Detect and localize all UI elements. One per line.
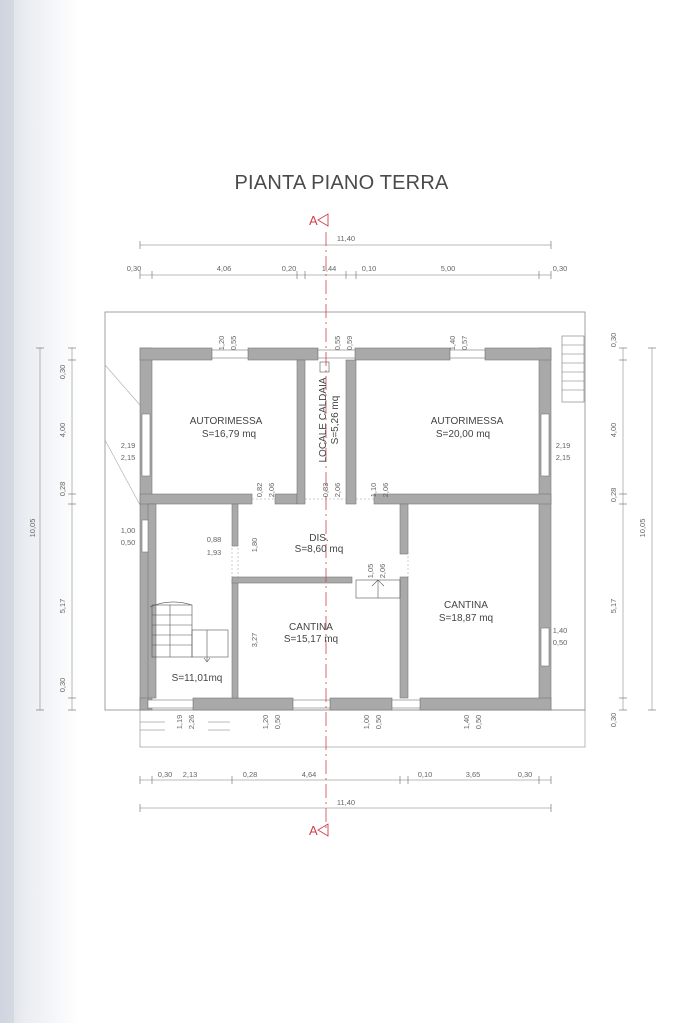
dimension-label: 1,44 (322, 264, 337, 273)
room-name: AUTORIMESSA (190, 416, 263, 427)
dimension-label: 0,30 (609, 333, 618, 348)
dimension-label: 0,10 (362, 264, 377, 273)
room-area: S=8,60 mq (295, 544, 344, 555)
room-area: S=16,79 mq (202, 429, 256, 440)
dimension-label: 1,20 (261, 715, 270, 730)
dimension-label: 1,00 (121, 526, 136, 535)
dimension-label: 1,00 (362, 715, 371, 730)
dimension-label: 2,06 (381, 483, 390, 498)
dimension-label: 11,40 (337, 798, 355, 807)
dimension-label: 0,55 (229, 336, 238, 351)
dimension-label: 5,00 (441, 264, 456, 273)
exterior-stair (561, 335, 585, 403)
dimension-label: 2,19 (121, 441, 136, 450)
section-mark-top: A (309, 213, 318, 228)
scan-edge (0, 0, 14, 1023)
dimension-label: 4,00 (58, 423, 67, 438)
dimension-label: 0,30 (58, 678, 67, 693)
inner-walls (139, 359, 552, 699)
dimension-label: 2,15 (556, 453, 571, 462)
stair (149, 601, 229, 663)
dimension-label: 0,30 (609, 713, 618, 728)
dimension-label: 0,50 (474, 715, 483, 730)
room-area: S=5,26 mq (330, 396, 341, 445)
dimension-label: 2,06 (378, 564, 387, 579)
room-name: DIS. (309, 533, 328, 544)
room-area: S=11,01mq (172, 673, 223, 684)
dimension-label: 1,93 (207, 548, 222, 557)
dimension-label: 0,28 (609, 488, 618, 503)
dimension-label: 1,20 (217, 336, 226, 351)
dimension-label: 0,20 (282, 264, 297, 273)
room-name: AUTORIMESSA (431, 416, 504, 427)
dimension-label: 0,88 (207, 535, 222, 544)
dimension-label: 1,19 (175, 715, 184, 730)
dimension-label: 0,10 (418, 770, 433, 779)
section-mark-bottom: A (309, 823, 318, 838)
room-name: LOCALE CALDAIA (318, 377, 329, 462)
dimension-label: 1,80 (250, 538, 259, 553)
dimension-texts: 11,40 0,30 4,06 0,20 1,44 0,10 5,00 0,30… (121, 234, 571, 807)
dimension-label: 0,30 (58, 365, 67, 380)
dimension-label: 0,30 (553, 264, 568, 273)
dimension-label: 0,50 (121, 538, 136, 547)
dimension-label: 0,83 (321, 483, 330, 498)
dimension-label: 2,06 (333, 483, 342, 498)
outer-walls (139, 347, 552, 711)
dimension-label: 4,00 (609, 423, 618, 438)
room-area: S=18,87 mq (439, 613, 493, 624)
dimension-label: 0,30 (158, 770, 173, 779)
dimension-label: 4,06 (217, 264, 232, 273)
site-outline (104, 311, 586, 711)
dimension-label: 1,40 (553, 626, 568, 635)
dimension-label: 2,15 (121, 453, 136, 462)
dimension-label: 1,40 (448, 336, 457, 351)
dimension-label: 2,13 (183, 770, 198, 779)
dimension-label: 10,05 (638, 519, 647, 538)
dimension-label: 1,05 (366, 564, 375, 579)
dimension-lines (39, 244, 653, 809)
dimension-label: 0,82 (255, 483, 264, 498)
room-name: CANTINA (289, 622, 333, 633)
room-area: S=15,17 mq (284, 634, 338, 645)
dimension-label: 5,17 (58, 599, 67, 614)
dimension-label: 0,57 (460, 336, 469, 351)
dimension-label: 4,64 (302, 770, 317, 779)
plan-title: PIANTA PIANO TERRA (234, 172, 449, 194)
dimension-label: 0,50 (273, 715, 282, 730)
dimension-label: 5,17 (609, 599, 618, 614)
dimension-label: 10,05 (28, 519, 37, 538)
dimension-label: 1,40 (462, 715, 471, 730)
dimension-label: 0,28 (243, 770, 258, 779)
dimension-label: 3,27 (250, 633, 259, 648)
dimension-label: 2,19 (556, 441, 571, 450)
dimension-label: 0,59 (345, 336, 354, 351)
room-name: CANTINA (444, 600, 488, 611)
dimension-label: 0,50 (553, 638, 568, 647)
dimension-label: 2,26 (187, 715, 196, 730)
dimension-label: 0,30 (127, 264, 142, 273)
dimension-label: 0,55 (333, 336, 342, 351)
dimension-label: 1,10 (369, 483, 378, 498)
dimension-label: 0,50 (374, 715, 383, 730)
dimension-label: 11,40 (337, 234, 355, 243)
dimension-label: 3,65 (466, 770, 481, 779)
dimension-label: 0,30 (518, 770, 533, 779)
dimension-label: 2,06 (267, 483, 276, 498)
room-area: S=20,00 mq (436, 429, 490, 440)
dimension-label: 0,28 (58, 482, 67, 497)
